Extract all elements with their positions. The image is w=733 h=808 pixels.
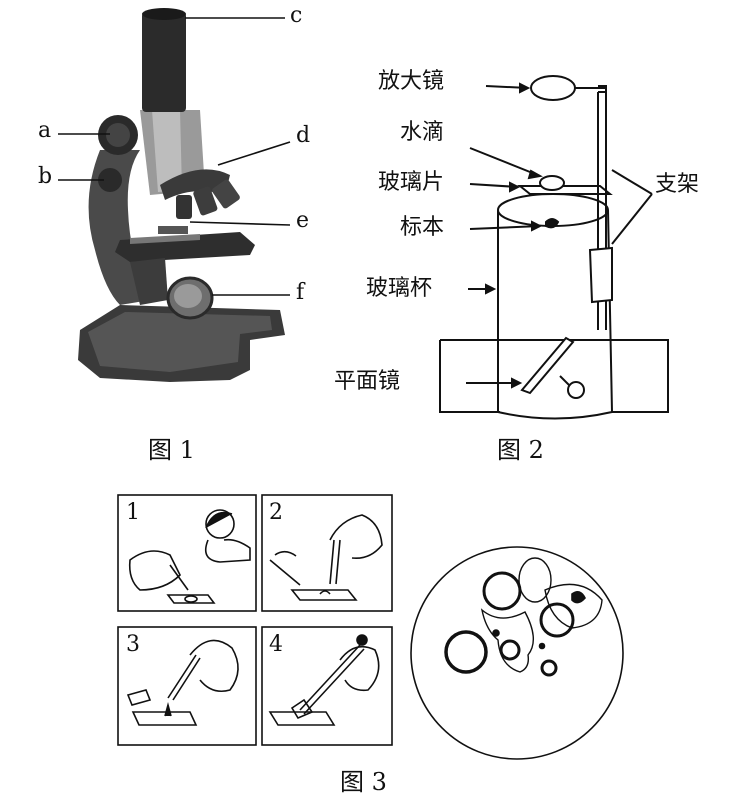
microscope-figure xyxy=(58,8,291,382)
label-a: a xyxy=(38,118,52,143)
panel-2 xyxy=(261,494,393,612)
label-e: e xyxy=(296,208,310,233)
step-2-number: 2 xyxy=(269,500,283,525)
step-3-number: 3 xyxy=(126,632,140,657)
label-b: b xyxy=(38,164,53,189)
panel-4 xyxy=(261,626,393,746)
microscope-view xyxy=(410,546,624,760)
label-f: f xyxy=(296,280,305,305)
improvised-magnifier-figure xyxy=(439,75,669,420)
procedure-panels xyxy=(117,494,624,760)
label-flat-mirror: 平面镜 xyxy=(334,369,401,394)
label-d: d xyxy=(296,123,311,148)
figure3-caption: 图 3 xyxy=(340,768,387,796)
step-1-number: 1 xyxy=(126,500,140,525)
label-specimen: 标本 xyxy=(400,215,445,240)
panel-1 xyxy=(117,494,257,612)
label-water-drop: 水滴 xyxy=(400,120,445,145)
step-4-number: 4 xyxy=(269,632,283,657)
label-glass-cup: 玻璃杯 xyxy=(366,276,433,301)
label-stand: 支架 xyxy=(655,172,700,197)
figure1-caption: 图 1 xyxy=(148,436,195,464)
label-c: c xyxy=(290,3,303,28)
figure2-caption: 图 2 xyxy=(497,436,544,464)
label-magnifier: 放大镜 xyxy=(378,69,445,94)
label-glass-slide: 玻璃片 xyxy=(378,170,445,195)
panel-3 xyxy=(117,626,257,746)
